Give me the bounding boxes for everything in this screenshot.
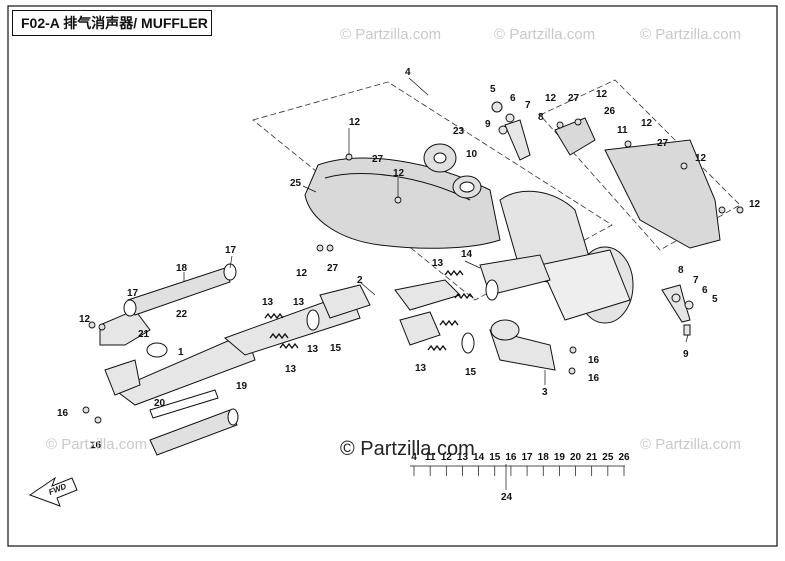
- page-title: F02-A 排气消声器/ MUFFLER: [12, 10, 212, 36]
- callout-12: 12: [393, 168, 405, 179]
- front-exhaust-pipe: [99, 299, 361, 406]
- watermark-center: © Partzilla.com: [340, 438, 475, 460]
- bolts-and-nuts: [82, 118, 744, 424]
- legend-24-item: 18: [538, 452, 550, 463]
- callout-12: 12: [749, 199, 761, 210]
- callout-20: 20: [154, 398, 166, 409]
- callout-12: 12: [695, 153, 707, 164]
- callout-7: 7: [693, 275, 699, 286]
- callout-27: 27: [372, 154, 384, 165]
- callout-13: 13: [293, 297, 305, 308]
- callout-12: 12: [545, 93, 557, 104]
- gasket-flange: [423, 143, 482, 199]
- legend-24-item: 25: [602, 452, 614, 463]
- legend-24-item: 19: [554, 452, 566, 463]
- rear-exhaust-pipe: [489, 319, 556, 371]
- callout-12: 12: [349, 117, 361, 128]
- legend-24-item: 21: [586, 452, 598, 463]
- legend-24-item: 15: [489, 452, 501, 463]
- insulation-tubes: [123, 263, 239, 456]
- callout-15: 15: [330, 343, 342, 354]
- callout-14: 14: [461, 249, 473, 260]
- callout-8: 8: [538, 112, 544, 123]
- watermark-top-right: © Partzilla.com: [640, 26, 742, 43]
- callout-6: 6: [510, 93, 516, 104]
- legend-24-item: 4: [411, 452, 417, 463]
- rear-heat-shield: [554, 117, 721, 249]
- callout-21: 21: [138, 329, 150, 340]
- legend-24-item: 11: [425, 452, 436, 463]
- ring-22: [146, 342, 168, 358]
- fwd-arrow: FWD: [28, 476, 78, 507]
- callout-17: 17: [127, 288, 139, 299]
- callout-13: 13: [432, 258, 444, 269]
- callout-12: 12: [79, 314, 91, 325]
- legend-24-labels: 4 11 12 13 14 15 16 17 18 19 20 21 25 26: [411, 452, 630, 463]
- legend-24-item: 17: [522, 452, 534, 463]
- legend-24-item: 20: [570, 452, 582, 463]
- callout-24: 24: [501, 492, 513, 503]
- callout-5: 5: [712, 294, 718, 305]
- callout-26: 26: [604, 106, 616, 117]
- callout-27: 27: [568, 93, 580, 104]
- callout-3: 3: [542, 387, 548, 398]
- callout-labels: 4 5 6 7 8 9 12 27 12 26 11 12 27 12 12 2…: [57, 67, 761, 503]
- callout-16: 16: [90, 440, 102, 451]
- legend-24-item: 26: [618, 452, 630, 463]
- callout-13: 13: [307, 344, 319, 355]
- watermark-bottom-right: © Partzilla.com: [640, 436, 742, 453]
- legend-24-ticks: [413, 466, 625, 476]
- callout-17: 17: [225, 245, 237, 256]
- callout-1: 1: [178, 347, 184, 358]
- legend-24-item: 13: [457, 452, 469, 463]
- outer-frame: [7, 5, 778, 547]
- leader-lines: [183, 77, 689, 490]
- callout-7: 7: [525, 100, 531, 111]
- exhaust-springs: [264, 269, 474, 352]
- watermark-bottom-left: © Partzilla.com: [46, 436, 148, 453]
- callout-5: 5: [490, 84, 496, 95]
- callout-13: 13: [285, 364, 297, 375]
- callout-12: 12: [641, 118, 653, 129]
- callout-18: 18: [176, 263, 188, 274]
- callout-16: 16: [588, 355, 600, 366]
- callout-15: 15: [465, 367, 477, 378]
- muffler-body: [499, 190, 634, 324]
- callout-9: 9: [683, 349, 689, 360]
- pipe-gaskets: [306, 279, 499, 354]
- muffler-bracket-right: [661, 284, 694, 336]
- legend-24-item: 16: [505, 452, 517, 463]
- callout-27: 27: [657, 138, 669, 149]
- callout-6: 6: [702, 285, 708, 296]
- muffler-heat-shield: [304, 157, 501, 249]
- callout-16: 16: [588, 373, 600, 384]
- legend-24-item: 12: [441, 452, 453, 463]
- callout-10: 10: [466, 149, 478, 160]
- callout-12: 12: [296, 268, 308, 279]
- callout-22: 22: [176, 309, 188, 320]
- callout-23: 23: [453, 126, 465, 137]
- callout-2: 2: [357, 275, 363, 286]
- callout-25: 25: [290, 178, 302, 189]
- watermark-top-mid: © Partzilla.com: [494, 26, 596, 43]
- callout-9: 9: [485, 119, 491, 130]
- watermark-top-left: © Partzilla.com: [340, 26, 442, 43]
- muffler-bracket-top: [491, 101, 531, 161]
- callout-8: 8: [678, 265, 684, 276]
- callout-16: 16: [57, 408, 69, 419]
- legend-24-item: 14: [473, 452, 485, 463]
- callout-27: 27: [327, 263, 339, 274]
- callout-13: 13: [415, 363, 427, 374]
- callout-12: 12: [596, 89, 608, 100]
- callout-13: 13: [262, 297, 274, 308]
- callout-19: 19: [236, 381, 248, 392]
- callout-11: 11: [617, 125, 628, 136]
- callout-4: 4: [405, 67, 411, 78]
